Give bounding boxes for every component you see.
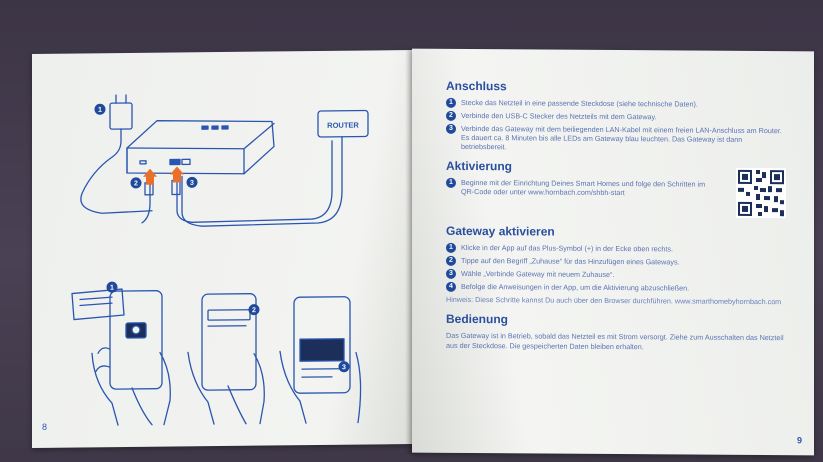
- step-number-badge: 1: [446, 97, 456, 108]
- list-item: 2 Verbinde den USB-C Stecker des Netztei…: [446, 110, 786, 123]
- manual-icon: [71, 288, 125, 321]
- heading-bedienung: Bedienung: [446, 311, 508, 327]
- heading-aktivierung: Aktivierung: [446, 158, 513, 174]
- step-text: Klicke in der App auf das Plus-Symbol (+…: [461, 242, 673, 254]
- step-text: Stecke das Netzteil in eine passende Ste…: [461, 97, 698, 109]
- callout-3-label: 3: [190, 180, 194, 187]
- phone-app-icon: [187, 293, 265, 425]
- list-item: 3 Verbinde das Gateway mit dem beiliegen…: [446, 123, 786, 153]
- list-item: 2 Tippe auf den Begriff „Zuhause“ für da…: [446, 255, 786, 268]
- setup-illustration: ROUTER 1 2 3 1 2 3: [71, 94, 369, 426]
- step-text: Verbinde den USB-C Stecker des Netzteils…: [461, 110, 657, 122]
- app-callout-3-label: 3: [342, 364, 346, 371]
- gateway-device-icon: [126, 120, 275, 175]
- callout-2-label: 2: [134, 180, 138, 187]
- right-page: Anschluss 1 Stecke das Netzteil in eine …: [412, 48, 814, 456]
- page-number-left: 8: [42, 421, 48, 432]
- step-text: Wähle „Verbinde Gateway mit neuem Zuhaus…: [461, 268, 615, 280]
- left-page: ROUTER 1 2 3 1 2 3 8: [32, 50, 412, 448]
- heading-anschluss: Anschluss: [446, 78, 507, 94]
- list-item: 1 Stecke das Netzteil in eine passende S…: [446, 97, 786, 110]
- router-icon: [317, 109, 369, 138]
- router-label: ROUTER: [327, 121, 359, 130]
- app-callout-3-icon: [338, 361, 350, 373]
- list-item: 4 Befolge die Anweisungen in der App, um…: [446, 281, 786, 294]
- callout-1-label: 1: [98, 107, 102, 114]
- qr-code-icon: [736, 167, 786, 219]
- list-item: 1 Klicke in der App auf das Plus-Symbol …: [446, 242, 786, 255]
- heading-gateway-aktivieren: Gateway aktivieren: [446, 223, 555, 239]
- phone-gateway-screen-icon: [279, 296, 362, 424]
- app-callout-2-label: 2: [252, 307, 256, 314]
- step-number-badge: 1: [446, 242, 456, 253]
- step-number-badge: 1: [446, 177, 456, 188]
- callout-2-icon: [130, 177, 142, 189]
- power-adapter-icon: [80, 94, 153, 214]
- step-number-badge: 3: [446, 268, 456, 279]
- section-bedienung: Bedienung Das Gateway ist in Betrieb, so…: [446, 312, 786, 352]
- step-number-badge: 3: [446, 123, 456, 134]
- app-callout-2-icon: [248, 304, 260, 316]
- app-callout-1-label: 1: [110, 285, 114, 292]
- step-number-badge: 2: [446, 110, 456, 121]
- section-anschluss: Anschluss 1 Stecke das Netzteil in eine …: [446, 79, 786, 153]
- section-aktivierung: Aktivierung 1 Beginne mit der Einrichtun…: [446, 158, 786, 219]
- list-item: 1 Beginne mit der Einrichtung Deines Sma…: [446, 177, 716, 215]
- orange-arrow-icon: [143, 166, 184, 185]
- usb-cable-icon: [141, 174, 151, 224]
- callout-1-icon: [94, 103, 106, 115]
- bedienung-text: Das Gateway ist in Betrieb, sobald das N…: [446, 330, 784, 351]
- hint-note: Hinweis: Diese Schritte kannst Du auch ü…: [446, 294, 782, 307]
- instructions: Anschluss 1 Stecke das Netzteil in eine …: [446, 79, 786, 360]
- step-text: Tippe auf den Begriff „Zuhause“ für das …: [461, 255, 680, 267]
- callout-3-icon: [186, 176, 198, 188]
- step-text: Beginne mit der Einrichtung Deines Smart…: [461, 177, 706, 198]
- page-number-right: 9: [796, 435, 802, 446]
- list-item: 3 Wähle „Verbinde Gateway mit neuem Zuha…: [446, 268, 786, 281]
- step-text: Verbinde das Gateway mit dem beiliegende…: [461, 123, 782, 152]
- step-text: Befolge die Anweisungen in der App, um d…: [461, 281, 690, 293]
- step-number-badge: 4: [446, 281, 456, 292]
- phone-qr-scan-icon: [91, 290, 171, 426]
- section-gateway-aktivieren: Gateway aktivieren 1 Klicke in der App a…: [446, 224, 786, 306]
- lan-cable-icon: [176, 140, 333, 223]
- step-number-badge: 2: [446, 255, 456, 266]
- app-callout-1-icon: [106, 281, 118, 293]
